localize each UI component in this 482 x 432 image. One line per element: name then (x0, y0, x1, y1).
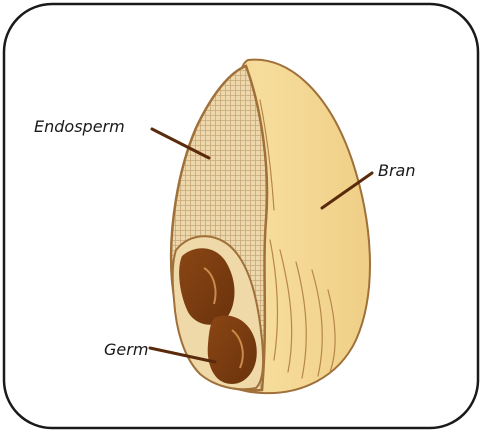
endosperm-label: Endosperm (34, 117, 125, 136)
bran-label: Bran (378, 161, 416, 180)
germ-label: Germ (104, 340, 148, 359)
